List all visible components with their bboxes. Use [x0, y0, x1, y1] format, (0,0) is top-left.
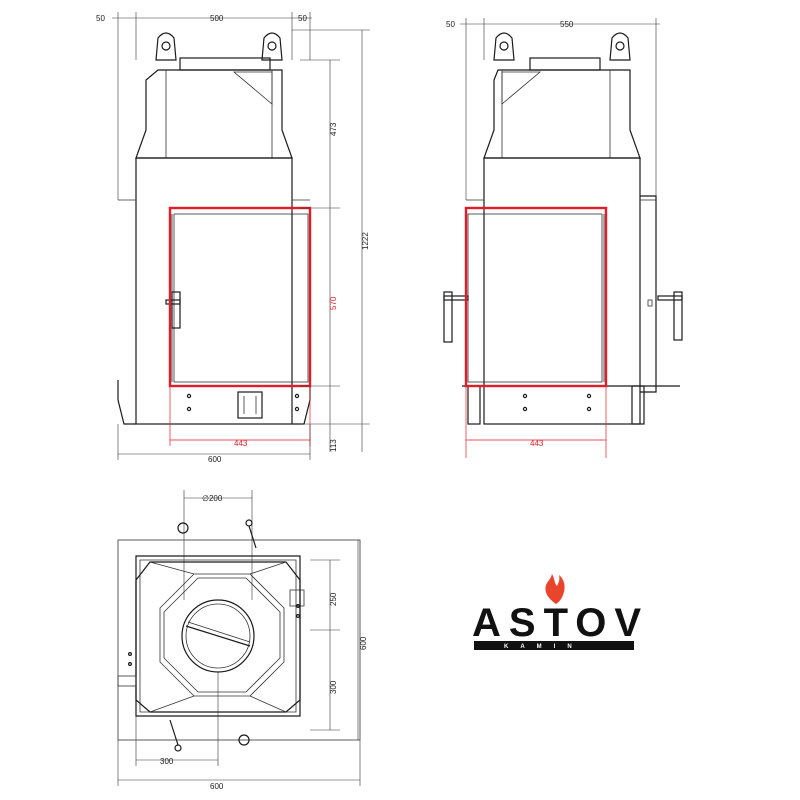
top-outer-frame — [117, 539, 361, 741]
front-top-dimension: 50 500 50 — [96, 12, 312, 200]
side-bottom-dimensions: 443 — [465, 386, 607, 458]
side-view: 50 550 — [443, 18, 683, 458]
top-lifting-eye — [177, 522, 189, 534]
side-flue-head — [483, 32, 641, 159]
front-body — [117, 157, 311, 425]
top-total-width-label: 600 — [210, 782, 224, 791]
side-window-outline — [464, 206, 608, 388]
top-total-depth-label: 600 — [359, 636, 368, 650]
front-total-height-label: 1222 — [361, 232, 370, 250]
top-body — [117, 555, 305, 717]
brand-logo: ASTOV KAMIN — [472, 574, 649, 650]
front-top-width-label: 500 — [210, 14, 224, 23]
top-front-depth-label: 250 — [329, 592, 338, 606]
front-total-width-label: 600 — [208, 455, 222, 464]
top-flue-dimension: ∅200 — [183, 490, 253, 600]
front-right-margin-label: 50 — [298, 14, 307, 23]
front-right-dimensions: 473 1222 570 113 — [292, 29, 370, 452]
side-top-width-label: 550 — [560, 20, 574, 29]
front-window-width-label: 443 — [234, 439, 248, 448]
brand-name: ASTOV — [472, 601, 649, 645]
top-flue-diameter-label: ∅200 — [202, 494, 223, 503]
front-left-margin-label: 50 — [96, 14, 105, 23]
top-lifting-eye — [174, 744, 182, 752]
front-top-height-label: 473 — [329, 122, 338, 136]
front-base-height-label: 113 — [329, 439, 338, 452]
front-flue-head — [135, 32, 293, 159]
top-offset-label: 300 — [160, 757, 174, 766]
tagline-bar — [474, 641, 634, 650]
top-view: ∅200 — [117, 490, 368, 791]
top-lifting-eye — [238, 734, 250, 746]
top-rear-depth-label: 300 — [329, 680, 338, 694]
brand-tagline: KAMIN — [504, 644, 584, 650]
side-body — [443, 157, 683, 425]
front-view: 50 500 50 — [96, 12, 370, 464]
front-window-height-label: 570 — [329, 296, 338, 310]
front-window-outline — [168, 206, 312, 388]
side-window-width-label: 443 — [530, 439, 544, 448]
flame-icon — [545, 574, 565, 604]
top-lifting-eye — [245, 519, 253, 527]
side-top-dimension: 50 550 — [446, 18, 660, 200]
top-bottom-dimensions: 300 600 — [117, 672, 361, 791]
front-bottom-dimensions: 443 600 — [117, 386, 311, 464]
top-right-dimensions: 250 300 600 — [310, 540, 368, 740]
side-left-margin-label: 50 — [446, 20, 455, 29]
